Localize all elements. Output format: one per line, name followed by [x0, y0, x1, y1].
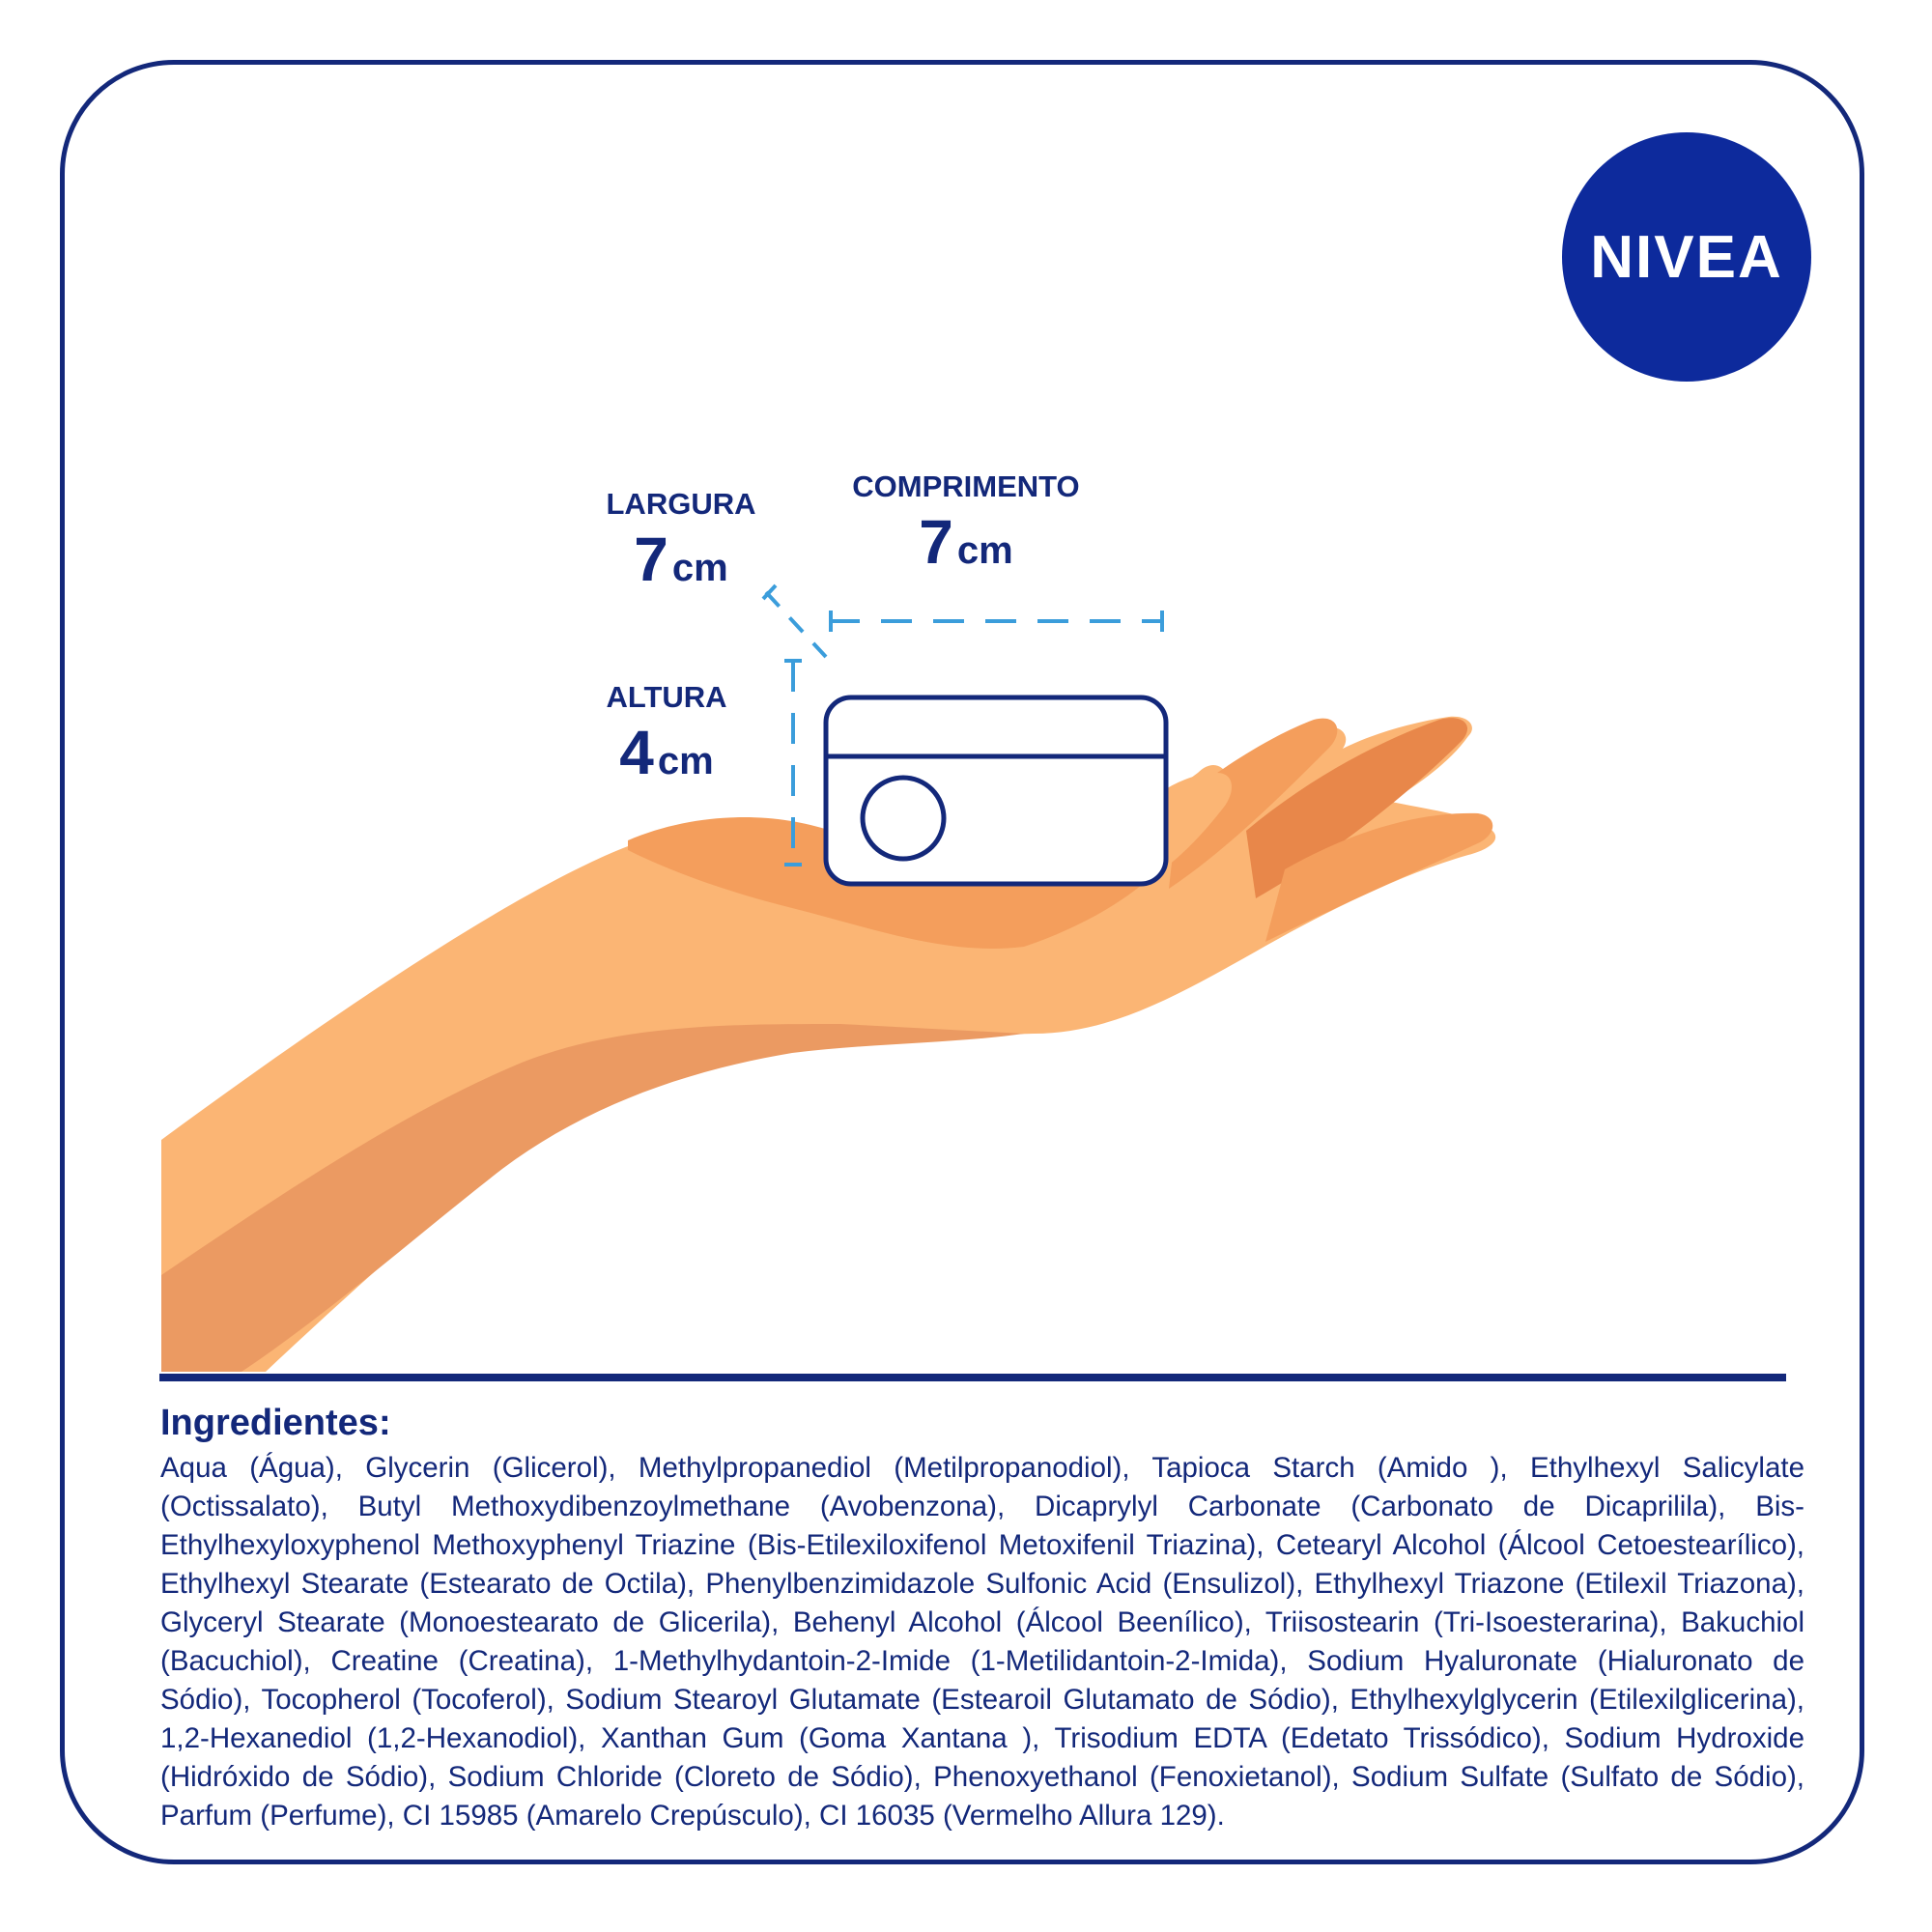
dimension-guides [761, 583, 1164, 867]
hand-with-jar-illustration [161, 583, 1496, 1372]
height-label: ALTURA [606, 680, 727, 714]
cream-jar-icon [823, 695, 1169, 887]
logo-text: NIVEA [1590, 223, 1783, 291]
card-frame [60, 60, 1864, 1864]
ingredients-title: Ingredientes: [160, 1403, 391, 1443]
nivea-logo: NIVEA [1562, 132, 1811, 382]
ingredients-list: Aqua (Água), Glycerin (Glicerol), Methyl… [160, 1452, 1804, 1832]
length-label: COMPRIMENTO [852, 469, 1080, 503]
width-label: LARGURA [606, 487, 756, 521]
section-divider [159, 1374, 1786, 1381]
